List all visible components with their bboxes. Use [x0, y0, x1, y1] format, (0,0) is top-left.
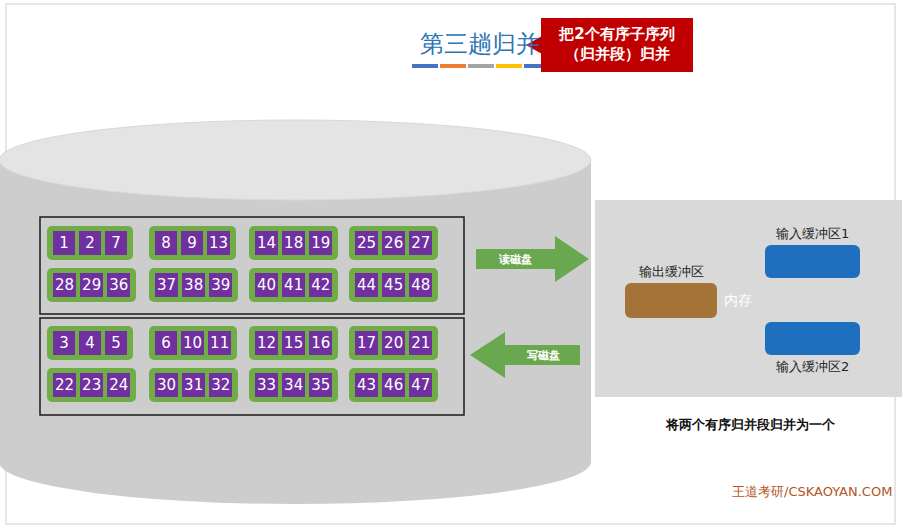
record-block: 252627 [349, 226, 438, 260]
record-key: 5 [105, 331, 127, 355]
record-key: 27 [409, 231, 432, 255]
callout-text: 把2个有序子序列 （归并段）归并 [549, 24, 685, 64]
record-key: 34 [282, 373, 305, 397]
memory-panel: 内存输出缓冲区输入缓冲区1输入缓冲区2 [595, 200, 902, 397]
record-key: 3 [53, 331, 75, 355]
buffer-label: 输入缓冲区1 [776, 226, 849, 242]
buffer-box: 输出缓冲区 [625, 283, 717, 318]
record-key: 32 [209, 373, 232, 397]
record-key: 14 [255, 231, 278, 255]
run-frame [40, 217, 464, 314]
record-block: 121516 [249, 326, 338, 360]
record-key: 31 [182, 373, 205, 397]
read-arrow [476, 236, 589, 282]
record-key: 40 [255, 273, 278, 297]
buffer-box: 输入缓冲区2 [765, 322, 860, 355]
record-block: 404142 [249, 268, 338, 302]
callout-box: 把2个有序子序列 （归并段）归并 [541, 18, 693, 72]
record-key: 18 [282, 231, 305, 255]
record-key: 23 [80, 373, 103, 397]
caption: 将两个有序归并段归并为一个 [666, 416, 835, 434]
record-key: 45 [382, 273, 405, 297]
record-key: 9 [181, 231, 203, 255]
record-key: 7 [105, 231, 127, 255]
record-block: 444548 [349, 268, 438, 302]
record-key: 17 [355, 331, 378, 355]
record-block: 303132 [149, 368, 238, 402]
record-key: 4 [79, 331, 101, 355]
record-block: 127 [47, 226, 133, 260]
brand-mark: 王道考研/CSKAOYAN.COM [732, 483, 892, 501]
arrow-label: 写磁盘 [527, 348, 560, 363]
record-key: 25 [355, 231, 378, 255]
record-key: 37 [155, 273, 178, 297]
record-key: 41 [282, 273, 305, 297]
record-key: 13 [207, 231, 230, 255]
record-key: 36 [107, 273, 130, 297]
write-arrow [470, 332, 580, 378]
record-key: 39 [209, 273, 232, 297]
disk-cylinder [0, 120, 591, 504]
arrow-label: 读磁盘 [499, 252, 532, 267]
panel-label: 内存 [722, 292, 754, 308]
buffer-label: 输出缓冲区 [639, 264, 704, 280]
run-frame [40, 318, 464, 415]
record-key: 2 [79, 231, 101, 255]
record-block: 141819 [249, 226, 338, 260]
record-key: 42 [309, 273, 332, 297]
record-key: 24 [107, 373, 130, 397]
record-key: 47 [409, 373, 432, 397]
record-block: 282936 [47, 268, 136, 302]
record-key: 26 [382, 231, 405, 255]
record-key: 35 [309, 373, 332, 397]
slide-title: 第三趟归并 [420, 29, 540, 59]
record-block: 434647 [349, 368, 438, 402]
record-block: 61011 [149, 326, 237, 360]
record-block: 333435 [249, 368, 338, 402]
record-key: 44 [355, 273, 378, 297]
record-block: 222324 [47, 368, 136, 402]
record-key: 1 [53, 231, 75, 255]
record-key: 8 [155, 231, 177, 255]
record-key: 28 [53, 273, 76, 297]
record-key: 16 [309, 331, 332, 355]
record-block: 172021 [349, 326, 438, 360]
record-key: 30 [155, 373, 178, 397]
record-key: 20 [382, 331, 405, 355]
record-key: 12 [255, 331, 278, 355]
record-key: 46 [382, 373, 405, 397]
record-key: 11 [208, 331, 231, 355]
record-key: 38 [182, 273, 205, 297]
record-key: 19 [309, 231, 332, 255]
record-key: 43 [355, 373, 378, 397]
record-key: 22 [53, 373, 76, 397]
record-key: 48 [409, 273, 432, 297]
record-block: 8913 [149, 226, 236, 260]
record-key: 33 [255, 373, 278, 397]
record-key: 10 [181, 331, 204, 355]
record-key: 15 [282, 331, 305, 355]
record-key: 21 [409, 331, 432, 355]
buffer-box: 输入缓冲区1 [765, 245, 860, 278]
record-key: 6 [155, 331, 177, 355]
record-block: 373839 [149, 268, 238, 302]
record-key: 29 [80, 273, 103, 297]
buffer-label: 输入缓冲区2 [776, 359, 849, 375]
record-block: 345 [47, 326, 133, 360]
